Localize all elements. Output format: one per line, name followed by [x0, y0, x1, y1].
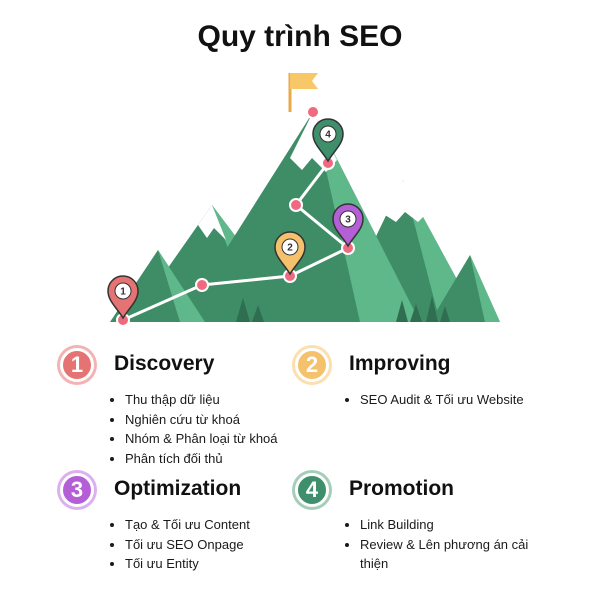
location-pin-icon-3: 3: [332, 203, 364, 248]
item-list: SEO Audit & Tối ưu Website: [344, 390, 570, 410]
badge-4: 4: [292, 470, 332, 510]
svg-text:1: 1: [120, 287, 126, 298]
badge-3: 3: [57, 470, 97, 510]
page-title: Quy trình SEO: [197, 20, 403, 53]
badge-2: 2: [292, 345, 332, 385]
item-list: Thu thập dữ liệu Nghiên cứu từ khoá Nhóm…: [109, 390, 335, 468]
svg-text:4: 4: [325, 130, 331, 141]
list-item: Link Building: [360, 515, 560, 535]
section-title: Discovery: [114, 352, 215, 375]
list-item: Tối ưu Entity: [125, 554, 335, 574]
location-pin-icon-2: 2: [274, 231, 306, 276]
badge-1: 1: [57, 345, 97, 385]
list-item: Thu thập dữ liệu: [125, 390, 335, 410]
location-pin-icon-1: 1: [107, 275, 139, 320]
mountain-far-right: [430, 255, 500, 322]
section-title: Promotion: [349, 477, 454, 500]
route-dots: [116, 105, 355, 327]
section-title: Improving: [349, 352, 451, 375]
list-item: Nghiên cứu từ khoá: [125, 410, 335, 430]
trees: [236, 296, 450, 322]
mountain-illustration: 1 2 3 4: [107, 73, 500, 327]
flag-icon: [288, 73, 318, 112]
svg-text:2: 2: [287, 243, 293, 254]
list-item: SEO Audit & Tối ưu Website: [360, 390, 570, 410]
item-list: Tạo & Tối ưu Content Tối ưu SEO Onpage T…: [109, 515, 335, 574]
section-title: Optimization: [114, 477, 242, 500]
item-list: Link Building Review & Lên phương án cải…: [344, 515, 560, 574]
location-pin-icon-4: 4: [312, 118, 344, 163]
list-item: Tối ưu SEO Onpage: [125, 535, 335, 555]
list-item: Review & Lên phương án cải thiện: [360, 535, 560, 574]
svg-text:3: 3: [345, 215, 351, 226]
list-item: Tạo & Tối ưu Content: [125, 515, 335, 535]
list-item: Nhóm & Phân loại từ khoá: [125, 429, 335, 449]
list-item: Phân tích đối thủ: [125, 449, 335, 469]
